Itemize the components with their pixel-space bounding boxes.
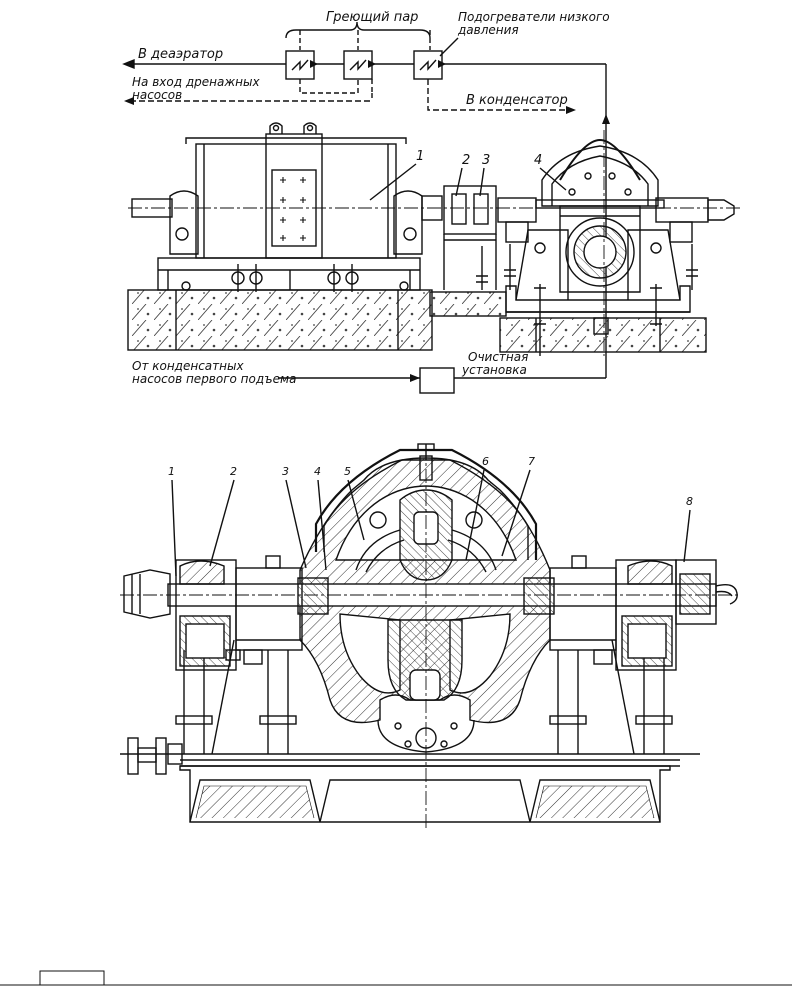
deaerator-label: В деаэратор: [138, 47, 223, 62]
callout-bottom-2: 2: [230, 465, 237, 478]
callout-top-1: 1: [416, 149, 424, 164]
drain-label-1: На вход дренажных: [132, 75, 260, 89]
callout-bottom-5: 5: [344, 465, 351, 478]
steam-label: Греющий пар: [326, 10, 418, 25]
heaters-label-1: Подогреватели низкого: [458, 10, 610, 24]
foundation-left: [127, 289, 433, 351]
heaters-label-2: давления: [457, 23, 519, 37]
cleaning-label-2: установка: [461, 363, 527, 377]
callout-top-2: 2: [462, 153, 470, 168]
cleaning-unit: [419, 367, 455, 394]
electric-motor: [195, 143, 397, 259]
pump-section: [120, 443, 740, 830]
heater-1: [285, 50, 315, 80]
motor-base: [157, 257, 421, 291]
arrow-to-deaerator: [122, 58, 135, 70]
callout-bottom-7: 7: [528, 455, 535, 468]
cleaning-label-1: Очистная: [468, 350, 528, 364]
callout-bottom-6: 6: [482, 455, 489, 468]
foundation-right: [499, 317, 707, 353]
bottom-callouts: 1 2 3 4 5 6 7 8: [168, 455, 693, 577]
callout-bottom-4: 4: [314, 465, 321, 478]
motor-pump-assembly: [127, 122, 740, 356]
from-pumps-label-2: насосов первого подъема: [132, 372, 296, 386]
callout-top-4: 4: [534, 153, 542, 168]
heater-2: [343, 50, 373, 80]
callout-bottom-3: 3: [282, 465, 289, 478]
coupling-guard: [443, 185, 497, 235]
callout-bottom-1: 1: [168, 465, 175, 478]
from-pumps-label-1: От конденсатных: [132, 359, 244, 373]
page-footer: [0, 970, 792, 986]
heater-3: [413, 50, 443, 80]
shaft-coupling: [123, 569, 171, 619]
top-callouts: 1 2 3 4: [369, 149, 567, 201]
support-legs: [175, 639, 673, 755]
drain-label-2: насосов: [132, 88, 182, 102]
condenser-label: В конденсатор: [466, 93, 568, 108]
callout-top-3: 3: [482, 153, 490, 168]
callout-bottom-8: 8: [686, 495, 693, 508]
